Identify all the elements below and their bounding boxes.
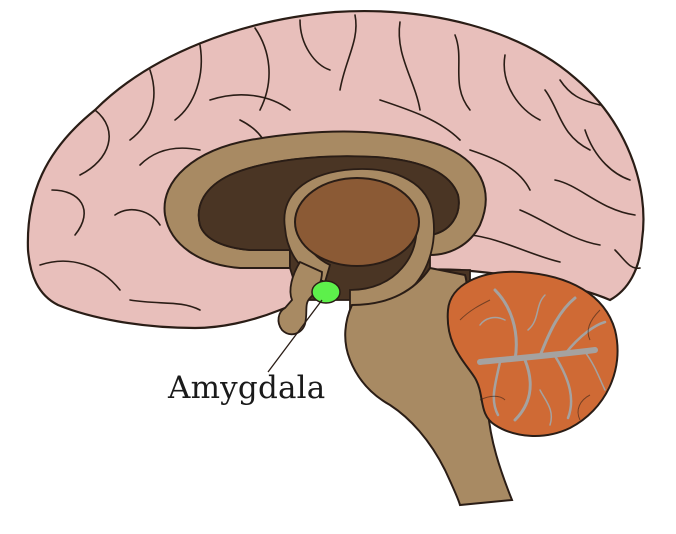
- amygdala-label: Amygdala: [168, 370, 326, 406]
- amygdala-region: [311, 280, 341, 304]
- brainstem: [344, 266, 514, 507]
- amygdala-leader-line: [267, 299, 323, 373]
- cerebellum-folia: [459, 299, 601, 421]
- thalamus: [294, 177, 420, 267]
- arbor-vitae: [477, 288, 607, 426]
